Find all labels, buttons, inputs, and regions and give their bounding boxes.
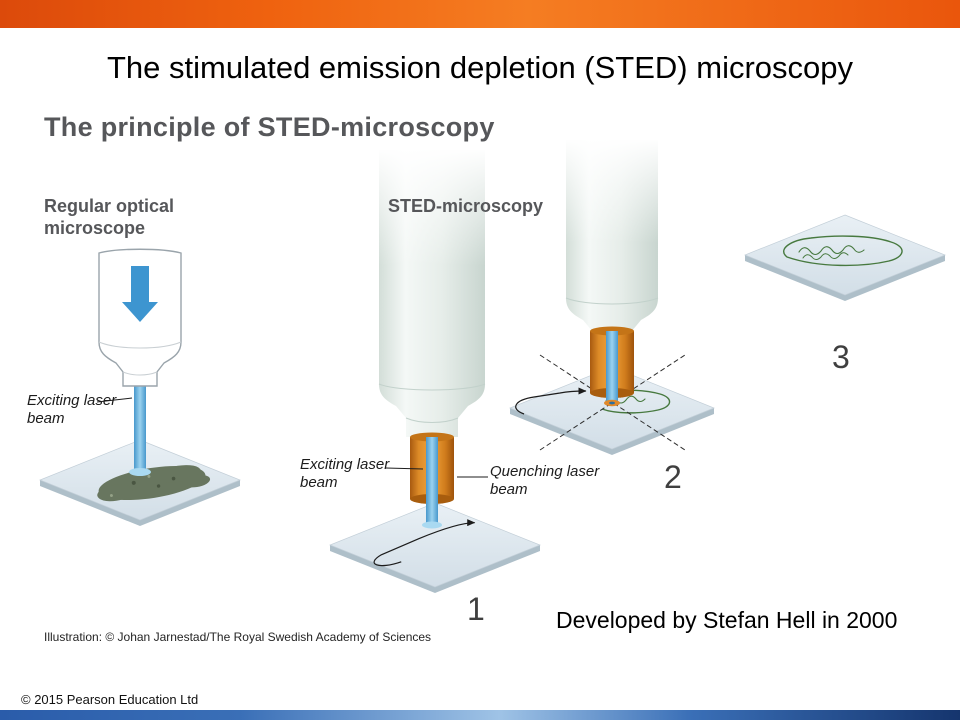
- crosshair-dashed-line: [539, 354, 686, 451]
- illustration-heading: The principle of STED-microscopy: [44, 112, 495, 142]
- label-line: Exciting laser: [300, 456, 390, 473]
- sted-image-panel: [509, 138, 715, 455]
- scan-path: [373, 519, 476, 567]
- step-number-3: 3: [832, 339, 850, 375]
- leader-line: [385, 467, 424, 470]
- beam-spot: [129, 468, 151, 476]
- step-number-2: 2: [664, 459, 682, 495]
- exciting-laser-beam: [134, 385, 146, 472]
- slide-title: The stimulated emission depletion (STED)…: [107, 50, 853, 85]
- step-number-1: 1: [467, 591, 485, 627]
- result-panel: [744, 214, 946, 301]
- copyright: © 2015 Pearson Education Ltd: [21, 692, 199, 707]
- illustration-credit: Illustration: © Johan Jarnestad/The Roya…: [44, 630, 432, 644]
- crosshair-dashed-line: [539, 354, 686, 451]
- label-regular-microscope: Regular optical microscope: [44, 195, 174, 239]
- callout-exciting-laser-left: Exciting laser beam: [27, 392, 116, 428]
- developed-note: Developed by Stefan Hell in 2000: [556, 607, 898, 633]
- label-line: beam: [300, 474, 338, 491]
- mitochondria-image: [783, 235, 903, 267]
- callout-exciting-laser-mid: Exciting laser beam: [300, 456, 389, 492]
- specimen-blob: [97, 465, 211, 502]
- top-accent-bar: [0, 0, 960, 28]
- label-line: beam: [27, 410, 65, 427]
- label-line: Quenching laser: [490, 463, 600, 480]
- label-line: microscope: [44, 218, 146, 238]
- plate-top: [509, 366, 715, 450]
- label-line: Exciting laser: [27, 392, 117, 409]
- label-sted-microscopy: STED-microscopy: [388, 196, 544, 216]
- exciting-laser-beam: [426, 437, 438, 525]
- regular-microscope-panel: [39, 248, 241, 526]
- sted-scan-panel: [329, 148, 541, 593]
- beam-direction-arrow-icon: [122, 266, 158, 322]
- scan-path: [515, 387, 587, 415]
- callout-quenching-laser: Quenching laser beam: [490, 463, 599, 499]
- exciting-laser-beam: [606, 331, 618, 402]
- leader-line: [96, 397, 133, 403]
- label-line: beam: [490, 481, 528, 498]
- bottom-accent-bar: [0, 710, 960, 720]
- plate-top: [744, 214, 946, 296]
- label-line: Regular optical: [44, 196, 175, 216]
- beam-spot: [422, 521, 442, 529]
